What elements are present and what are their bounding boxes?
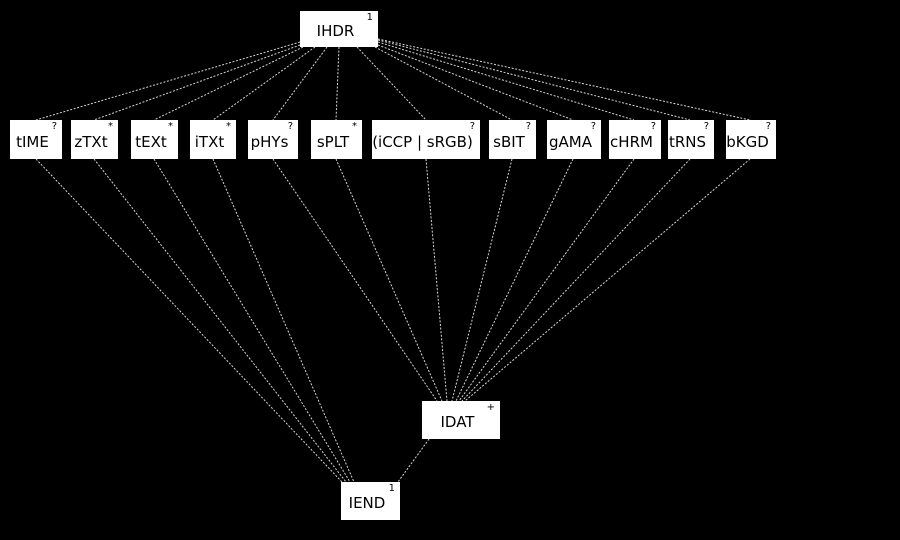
edge-pHYs-IDAT xyxy=(272,158,438,402)
chunk-cardinality-superscript: 1 xyxy=(366,12,373,23)
chunk-cardinality-superscript: ? xyxy=(590,121,596,132)
edge-IHDR-cHRM xyxy=(377,41,635,121)
node-sbit-chunk: sBIT? xyxy=(489,120,536,159)
chunk-cardinality-superscript: * xyxy=(226,121,231,132)
chunk-label: IDAT xyxy=(440,413,475,431)
edge-IDAT-IEND xyxy=(397,438,430,483)
chunk-label: sBIT xyxy=(493,132,525,151)
node-trns-chunk: tRNS? xyxy=(668,120,714,159)
chunk-cardinality-superscript: ? xyxy=(469,121,475,132)
node-text-chunk: tEXt* xyxy=(131,120,178,159)
node-time-chunk: tIME? xyxy=(10,120,62,159)
edge-IHDR-bKGD xyxy=(377,38,751,121)
chunk-label: tIME xyxy=(16,132,49,151)
node-splt-chunk: sPLT* xyxy=(311,120,362,159)
edge-iCCP-sRGB-IDAT xyxy=(425,158,448,402)
chunk-cardinality-superscript: ? xyxy=(703,121,709,132)
chunk-label: tEXt xyxy=(135,132,167,151)
edge-IHDR-zTXt xyxy=(93,44,301,121)
edge-cHRM-IDAT xyxy=(458,158,635,402)
edge-iTXt-IEND xyxy=(212,158,355,483)
edge-IHDR-sBIT xyxy=(374,46,513,121)
node-itxt-chunk: iTXt* xyxy=(190,120,236,159)
node-ztxt-chunk: zTXt* xyxy=(71,120,118,159)
chunk-cardinality-superscript: 1 xyxy=(388,483,395,494)
edge-IHDR-sPLT xyxy=(335,46,340,121)
chunk-cardinality-superscript: * xyxy=(352,121,357,132)
node-idat-chunk: IDAT + xyxy=(422,401,500,439)
chunk-label: zTXt xyxy=(74,132,108,151)
chunk-cardinality-superscript: ? xyxy=(51,121,57,132)
edge-zTXt-IEND xyxy=(93,158,347,483)
chunk-cardinality-superscript: * xyxy=(108,121,113,132)
chunk-label: iTXt xyxy=(194,132,225,151)
node-bkgd-chunk: bKGD? xyxy=(726,120,776,159)
node-iccp-srgb-chunk: (iCCP | sRGB)? xyxy=(372,120,480,159)
edge-bKGD-IDAT xyxy=(464,158,751,402)
edge-sPLT-IDAT xyxy=(335,158,443,402)
node-phys-chunk: pHYs? xyxy=(248,120,298,159)
edge-sBIT-IDAT xyxy=(451,158,513,402)
edge-IHDR-iTXt xyxy=(212,46,316,121)
chunk-label: tRNS xyxy=(668,132,707,151)
edge-tEXt-IEND xyxy=(153,158,351,483)
node-gama-chunk: gAMA? xyxy=(547,120,601,159)
chunk-label: bKGD xyxy=(726,132,769,151)
chunk-cardinality-superscript: * xyxy=(168,121,173,132)
edge-tRNS-IDAT xyxy=(461,158,691,402)
edge-IHDR-pHYs xyxy=(272,46,328,121)
node-chrm-chunk: cHRM? xyxy=(609,120,661,159)
chunk-cardinality-superscript: ? xyxy=(650,121,656,132)
edge-IHDR-tIME xyxy=(35,41,301,121)
chunk-label: IHDR xyxy=(316,22,355,40)
chunk-cardinality-superscript: ? xyxy=(287,121,293,132)
edge-gAMA-IDAT xyxy=(455,158,574,402)
chunk-label: pHYs xyxy=(250,132,289,151)
chunk-label: (iCCP | sRGB) xyxy=(372,132,473,151)
chunk-cardinality-superscript: ? xyxy=(525,121,531,132)
chunk-label: cHRM xyxy=(610,132,653,151)
edge-IHDR-tEXt xyxy=(153,46,304,121)
chunk-label: gAMA xyxy=(549,132,592,151)
chunk-label: sPLT xyxy=(316,132,350,151)
edge-tIME-IEND xyxy=(35,158,343,483)
chunk-label: IEND xyxy=(348,494,386,512)
node-ihdr-chunk: IHDR 1 xyxy=(300,11,378,47)
edge-IHDR-gAMA xyxy=(377,44,574,121)
chunk-cardinality-superscript: ? xyxy=(765,121,771,132)
chunk-cardinality-superscript: + xyxy=(486,402,495,413)
edge-IHDR-iCCP-sRGB xyxy=(356,46,427,121)
edge-IHDR-tRNS xyxy=(377,39,691,121)
